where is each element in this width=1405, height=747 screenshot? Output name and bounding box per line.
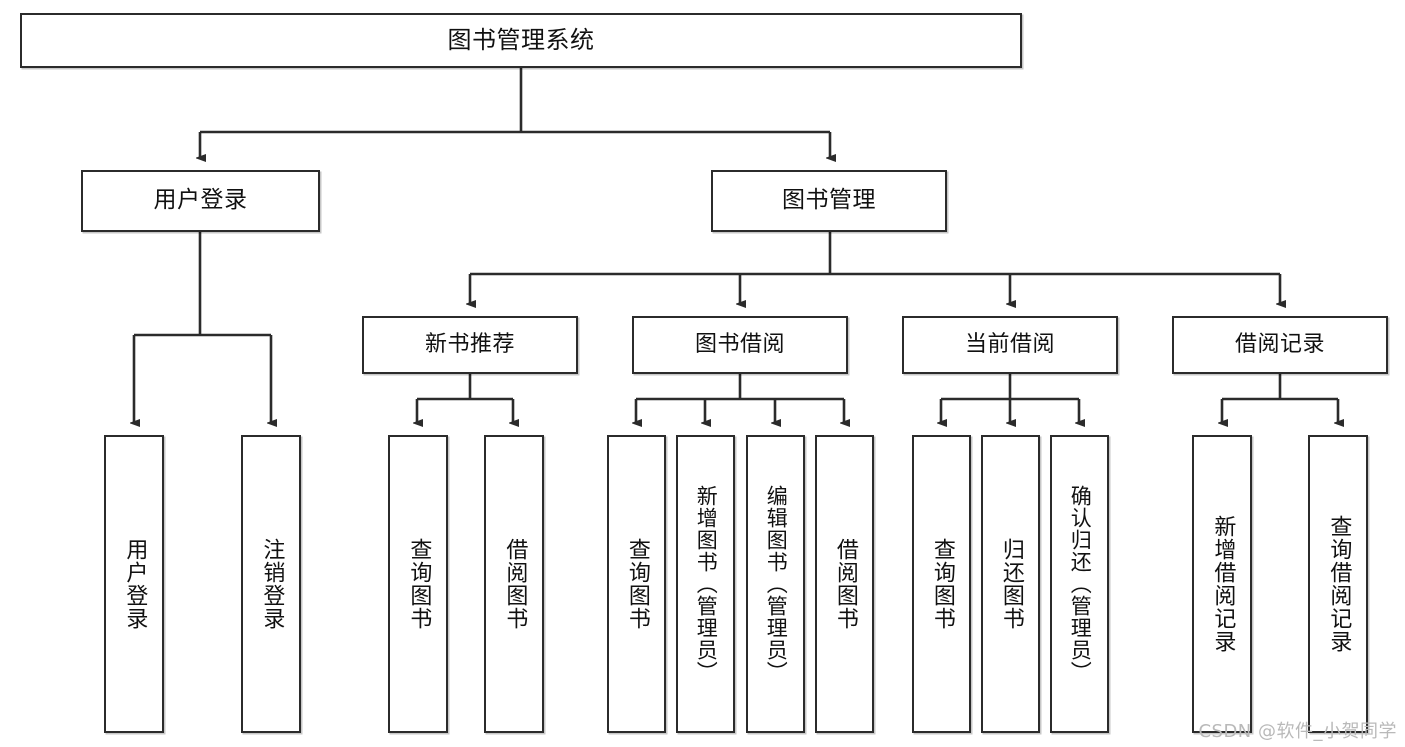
node-user-login[interactable]: 用户登录	[81, 170, 320, 232]
leaf-query-borrow-record[interactable]: 查询借阅记录	[1308, 435, 1368, 733]
node-label: 用户登录	[153, 187, 248, 214]
leaf-user-login[interactable]: 用户登录	[104, 435, 164, 733]
node-current-borrow[interactable]: 当前借阅	[902, 316, 1118, 374]
node-label: 借阅记录	[1234, 331, 1325, 357]
node-label: 查询借阅记录	[1326, 515, 1352, 653]
leaf-borrow-book[interactable]: 借阅图书	[815, 435, 874, 733]
node-label: 查询图书	[624, 538, 650, 630]
leaf-edit-book-admin[interactable]: 编辑图书（管理员）	[746, 435, 805, 733]
leaf-confirm-return-admin[interactable]: 确认归还（管理员）	[1050, 435, 1109, 733]
node-label: 借阅图书	[502, 538, 528, 630]
node-borrow-record[interactable]: 借阅记录	[1172, 316, 1388, 374]
node-root-system[interactable]: 图书管理系统	[20, 13, 1022, 68]
node-book-borrow[interactable]: 图书借阅	[632, 316, 848, 374]
leaf-add-borrow-record[interactable]: 新增借阅记录	[1192, 435, 1252, 733]
node-label: 图书管理系统	[447, 26, 595, 55]
leaf-return-book[interactable]: 归还图书	[981, 435, 1040, 733]
node-label: 确认归还（管理员）	[1068, 485, 1093, 683]
node-label: 图书管理	[782, 187, 876, 214]
node-label: 编辑图书（管理员）	[764, 485, 789, 683]
leaf-query-book-current[interactable]: 查询图书	[912, 435, 971, 733]
leaf-logout[interactable]: 注销登录	[241, 435, 301, 733]
leaf-query-book-borrow[interactable]: 查询图书	[607, 435, 666, 733]
node-label: 新增借阅记录	[1210, 515, 1236, 653]
node-book-management[interactable]: 图书管理	[711, 170, 947, 232]
node-label: 图书借阅	[694, 331, 785, 357]
node-label: 新增图书（管理员）	[694, 485, 719, 683]
node-label: 注销登录	[259, 538, 285, 630]
leaf-query-book-newbook[interactable]: 查询图书	[388, 435, 448, 733]
node-label: 当前借阅	[964, 331, 1055, 357]
node-label: 用户登录	[122, 538, 148, 630]
node-label: 借阅图书	[832, 538, 858, 630]
node-new-book-recommend[interactable]: 新书推荐	[362, 316, 578, 374]
leaf-add-book-admin[interactable]: 新增图书（管理员）	[676, 435, 735, 733]
node-label: 查询图书	[929, 538, 955, 630]
node-label: 查询图书	[406, 538, 432, 630]
node-label: 归还图书	[998, 538, 1024, 630]
node-label: 新书推荐	[424, 331, 515, 357]
leaf-borrow-book-newbook[interactable]: 借阅图书	[484, 435, 544, 733]
